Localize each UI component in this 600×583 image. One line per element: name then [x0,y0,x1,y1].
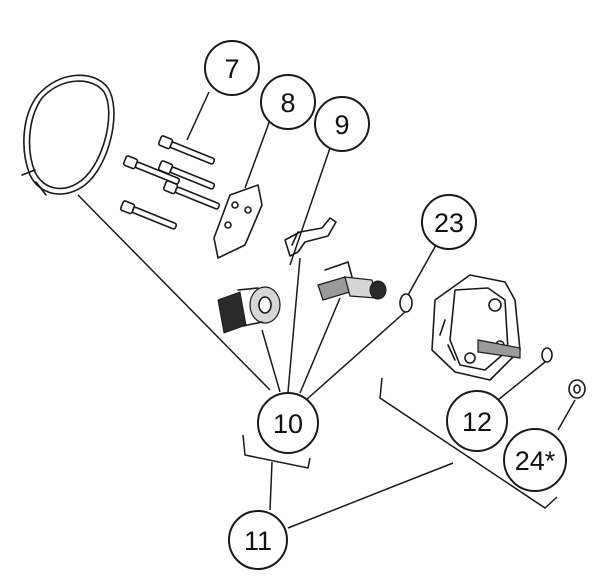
snap-ring-part [541,347,553,363]
o-ring-part [21,74,115,196]
bolts-part [119,135,221,230]
callout-7: 7 [204,40,260,96]
small-ring-part [399,293,413,313]
pump-body-part [431,274,521,381]
callout-10: 10 [257,392,319,454]
callout-11-label: 11 [244,526,272,556]
callout-9: 9 [314,96,370,152]
callout-8-label: 8 [280,88,295,118]
washer-part [568,379,586,399]
elbow-fitting-part [317,261,387,301]
callout-10-label: 10 [273,409,303,439]
leader-lines [77,91,576,529]
callout-23: 23 [421,194,477,250]
callout-12-label: 12 [462,407,492,437]
callout-9-label: 9 [334,110,349,140]
callout-7-label: 7 [224,54,239,84]
callout-23-label: 23 [434,208,464,238]
callout-24-label: 24* [515,446,556,476]
gasket-plate-part [213,184,263,259]
callout-24: 24* [503,428,567,492]
knurled-cap-part [217,286,281,334]
bracket-part [284,217,337,257]
callout-11: 11 [228,510,288,570]
callout-12: 12 [446,390,508,452]
callout-8: 8 [260,74,316,130]
